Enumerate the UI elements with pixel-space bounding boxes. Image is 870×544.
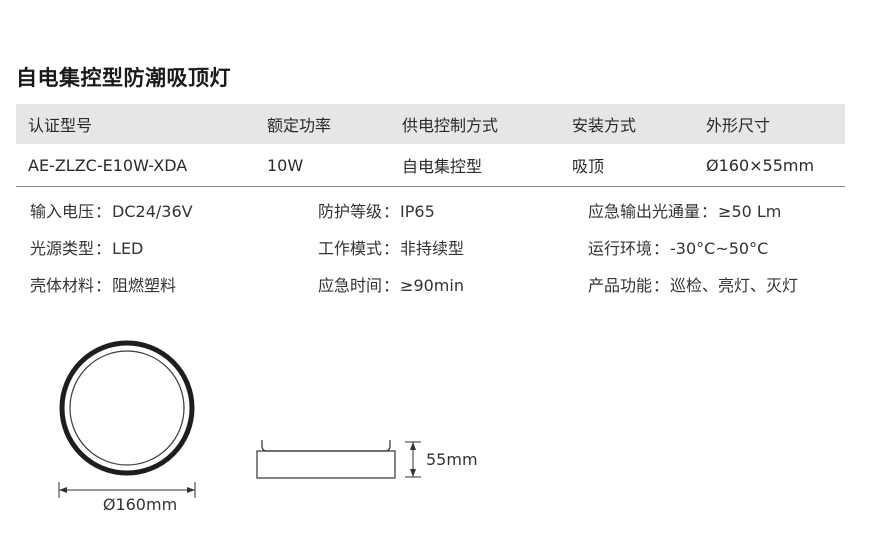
param-value: 非持续型	[400, 239, 465, 258]
spec-table: 认证型号 额定功率 供电控制方式 安装方式 外形尺寸 AE-ZLZC-E10W-…	[16, 104, 845, 187]
param-separator: ：	[95, 239, 112, 258]
param-label: 运行环境	[588, 239, 653, 258]
table-row: AE-ZLZC-E10W-XDA 10W 自电集控型 吸顶 Ø160×55mm	[16, 144, 845, 187]
param-separator: ：	[95, 276, 112, 295]
param-functions: 产品功能：巡检、亮灯、灭灯	[588, 272, 798, 296]
param-label: 应急输出光通量	[588, 202, 701, 221]
top-view-drawing	[59, 340, 195, 476]
diameter-label: Ø160mm	[103, 495, 177, 514]
diameter-dimension: Ø160mm	[58, 482, 196, 514]
param-light-source: 光源类型：LED	[30, 235, 143, 259]
param-row: 壳体材料：阻燃塑料 应急时间：≥90min 产品功能：巡检、亮灯、灭灯	[30, 272, 845, 309]
param-label: 壳体材料	[30, 276, 95, 295]
inner-ring	[69, 350, 185, 466]
param-value: ≥90min	[400, 276, 464, 295]
spec-table-header: 认证型号 额定功率 供电控制方式 安装方式 外形尺寸	[16, 104, 845, 144]
side-view-drawing	[256, 440, 396, 479]
param-separator: ：	[653, 276, 670, 295]
param-separator: ：	[383, 276, 400, 295]
arrow-left-icon	[59, 487, 67, 493]
param-separator: ：	[701, 202, 718, 221]
param-label: 产品功能	[588, 276, 653, 295]
param-value: LED	[112, 239, 144, 258]
header-model: 认证型号	[28, 116, 93, 135]
side-view-top	[261, 440, 391, 452]
parameter-list: 输入电压：DC24/36V 防护等级：IP65 应急输出光通量：≥50 Lm 光…	[30, 198, 845, 309]
param-row: 光源类型：LED 工作模式：非持续型 运行环境：-30°C~50°C	[30, 235, 845, 272]
arrow-right-icon	[187, 487, 195, 493]
param-environment: 运行环境：-30°C~50°C	[588, 235, 768, 259]
page-title: 自电集控型防潮吸顶灯	[16, 66, 231, 90]
param-label: 防护等级	[318, 202, 383, 221]
param-value: ≥50 Lm	[718, 202, 782, 221]
param-value: IP65	[400, 202, 435, 221]
param-value: -30°C~50°C	[670, 239, 769, 258]
param-input-voltage: 输入电压：DC24/36V	[30, 198, 193, 222]
cell-control: 自电集控型	[402, 157, 483, 176]
param-label: 输入电压	[30, 202, 95, 221]
cell-install: 吸顶	[572, 157, 605, 176]
param-separator: ：	[653, 239, 670, 258]
header-power: 额定功率	[267, 116, 332, 135]
arrow-up-icon	[410, 442, 416, 450]
param-label: 工作模式	[318, 239, 383, 258]
param-label: 光源类型	[30, 239, 95, 258]
product-drawings: Ø160mm 55mm	[58, 340, 478, 514]
cell-model: AE-ZLZC-E10W-XDA	[28, 155, 188, 175]
side-view-body	[256, 450, 396, 479]
param-emergency-flux: 应急输出光通量：≥50 Lm	[588, 198, 781, 222]
param-row: 输入电压：DC24/36V 防护等级：IP65 应急输出光通量：≥50 Lm	[30, 198, 845, 235]
arrow-down-icon	[410, 469, 416, 477]
param-value: 阻燃塑料	[112, 276, 177, 295]
param-protection-level: 防护等级：IP65	[318, 198, 435, 222]
height-dimension: 55mm	[405, 441, 478, 478]
param-separator: ：	[383, 239, 400, 258]
header-size: 外形尺寸	[706, 116, 771, 135]
param-label: 应急时间	[318, 276, 383, 295]
height-label: 55mm	[426, 450, 478, 469]
header-control: 供电控制方式	[402, 116, 499, 135]
param-value: 巡检、亮灯、灭灯	[670, 276, 799, 295]
outer-ring	[59, 340, 195, 476]
cell-power: 10W	[267, 155, 304, 175]
param-housing-material: 壳体材料：阻燃塑料	[30, 272, 176, 296]
cell-size: Ø160×55mm	[706, 155, 815, 175]
param-separator: ：	[383, 202, 400, 221]
param-value: DC24/36V	[112, 202, 193, 221]
param-separator: ：	[95, 202, 112, 221]
param-emergency-time: 应急时间：≥90min	[318, 272, 464, 296]
header-install: 安装方式	[572, 116, 637, 135]
param-work-mode: 工作模式：非持续型	[318, 235, 464, 259]
